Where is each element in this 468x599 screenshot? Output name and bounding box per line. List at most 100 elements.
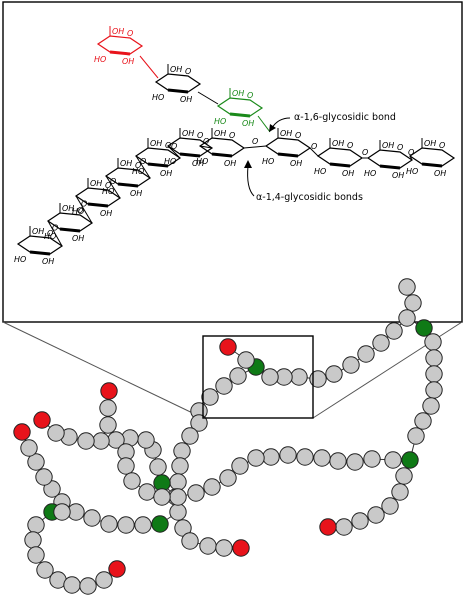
- glucose-bead: [231, 457, 249, 475]
- glycosidic-bond: [197, 91, 219, 105]
- glucose-bead: [199, 537, 217, 555]
- glucose-beads: [13, 278, 443, 595]
- glucose-bead: [27, 516, 45, 534]
- hydroxyl-label: OH: [100, 209, 112, 218]
- glucose-bead: [290, 368, 308, 386]
- glycosidic-bond: [409, 155, 413, 161]
- bridge-oxygen-label: O: [81, 200, 87, 209]
- alpha-1-4-label: α-1,4-glycosidic bonds: [256, 192, 363, 203]
- hydroxyl-label: HO: [152, 93, 164, 102]
- ring-oxygen-label: O: [197, 131, 203, 140]
- ring-oxygen-label: O: [127, 29, 133, 38]
- glucose-bead: [342, 356, 360, 374]
- glucose-bead: [138, 483, 156, 501]
- glycosidic-bond: [309, 147, 319, 157]
- alpha-1-6-label: α-1,6-glycosidic bond: [294, 112, 396, 123]
- glucose-bead: [425, 381, 443, 399]
- hydroxyl-label: OH: [62, 204, 74, 213]
- ring-oxygen-label: O: [295, 131, 301, 140]
- glucose-bead: [407, 427, 425, 445]
- glucose-bead: [181, 532, 199, 550]
- hydroxyl-label: OH: [120, 159, 132, 168]
- arrow-head-icon: [269, 124, 276, 132]
- branch-point-bead: [401, 451, 419, 469]
- glucose-bead: [363, 450, 381, 468]
- glucose-bead: [391, 483, 409, 501]
- glucose-bead: [296, 448, 314, 466]
- ring-oxygen-label: O: [439, 141, 445, 150]
- glucose-bead: [134, 516, 152, 534]
- glucose-bead: [187, 484, 205, 502]
- glucose-bead: [36, 561, 54, 579]
- glucose-ring: O: [216, 88, 264, 118]
- glucose-bead: [424, 333, 442, 351]
- glycosidic-bond: [167, 145, 181, 159]
- bridge-oxygen-label: O: [52, 224, 58, 233]
- glucose-ring: O: [408, 138, 456, 168]
- glucose-bead: [20, 439, 38, 457]
- glucose-bead: [99, 416, 117, 434]
- glucose-bead: [325, 365, 343, 383]
- hydroxyl-label: HO: [72, 207, 84, 216]
- glucose-bead: [351, 512, 369, 530]
- hydroxyl-label: OH: [150, 139, 162, 148]
- glycosidic-bond: [47, 220, 63, 247]
- glucose-bead: [219, 469, 237, 487]
- alpha-1-6-annotation: α-1,6-glycosidic bond: [269, 112, 396, 132]
- glucose-bead: [117, 457, 135, 475]
- hydroxyl-label: OH: [342, 169, 354, 178]
- glucose-ring: O: [154, 64, 202, 94]
- glucose-bead: [262, 448, 280, 466]
- bridge-oxygen-label: O: [311, 142, 317, 151]
- alpha-1-6-bond: [257, 115, 271, 133]
- alpha-1-4-annotation: α-1,4-glycosidic bonds: [244, 160, 363, 203]
- hydroxyl-label: OH: [224, 159, 236, 168]
- glucose-bead: [92, 432, 110, 450]
- hydroxyl-label: OH: [214, 129, 226, 138]
- glucose-bead: [153, 488, 171, 506]
- glucose-bead: [173, 442, 191, 460]
- hydroxyl-label: OH: [112, 27, 124, 36]
- glucose-bead: [99, 399, 117, 417]
- glucose-bead: [203, 478, 221, 496]
- chain-end-bead: [319, 518, 337, 536]
- hydroxyl-label: OH: [392, 171, 404, 180]
- glucose-bead: [425, 349, 443, 367]
- glucose-bead: [215, 377, 233, 395]
- glucose-bead: [381, 497, 399, 515]
- hydroxyl-label: OH: [180, 95, 192, 104]
- glucose-bead: [123, 472, 141, 490]
- ring-oxygen-label: O: [247, 91, 253, 100]
- hydroxyl-label: OH: [332, 139, 344, 148]
- structure-panel: [2, 1, 463, 323]
- chain-end-bead: [33, 411, 51, 429]
- glucose-bead: [398, 278, 416, 296]
- glucose-bead: [425, 365, 443, 383]
- glucose-bead: [149, 458, 167, 476]
- ring-oxygen-label: O: [135, 161, 141, 170]
- glycosidic-bond: [75, 195, 93, 224]
- ring-oxygen-label: O: [397, 143, 403, 152]
- zoom-line-left: [2, 321, 204, 419]
- hydroxyl-label: HO: [164, 157, 176, 166]
- glucose-bead: [63, 576, 81, 594]
- bridge-oxygen-label: O: [171, 142, 177, 151]
- glucose-bead: [169, 473, 187, 491]
- glucose-bead: [247, 449, 265, 467]
- ring-oxygen-label: O: [185, 67, 191, 76]
- glucose-bead: [229, 367, 247, 385]
- hydroxyl-label: HO: [406, 167, 418, 176]
- glucose-bead: [47, 424, 65, 442]
- glucose-bead: [201, 388, 219, 406]
- glucose-bead: [237, 351, 255, 369]
- ring-oxygen-label: O: [229, 131, 235, 140]
- glucose-bead: [137, 431, 155, 449]
- chain-end-bead: [100, 382, 118, 400]
- ring-oxygen-label: O: [347, 141, 353, 150]
- glucose-bead: [181, 427, 199, 445]
- bridge-oxygen-label: O: [140, 157, 146, 166]
- glucose-bead: [35, 468, 53, 486]
- hydroxyl-label: OH: [242, 119, 254, 128]
- hydroxyl-label: OH: [434, 169, 446, 178]
